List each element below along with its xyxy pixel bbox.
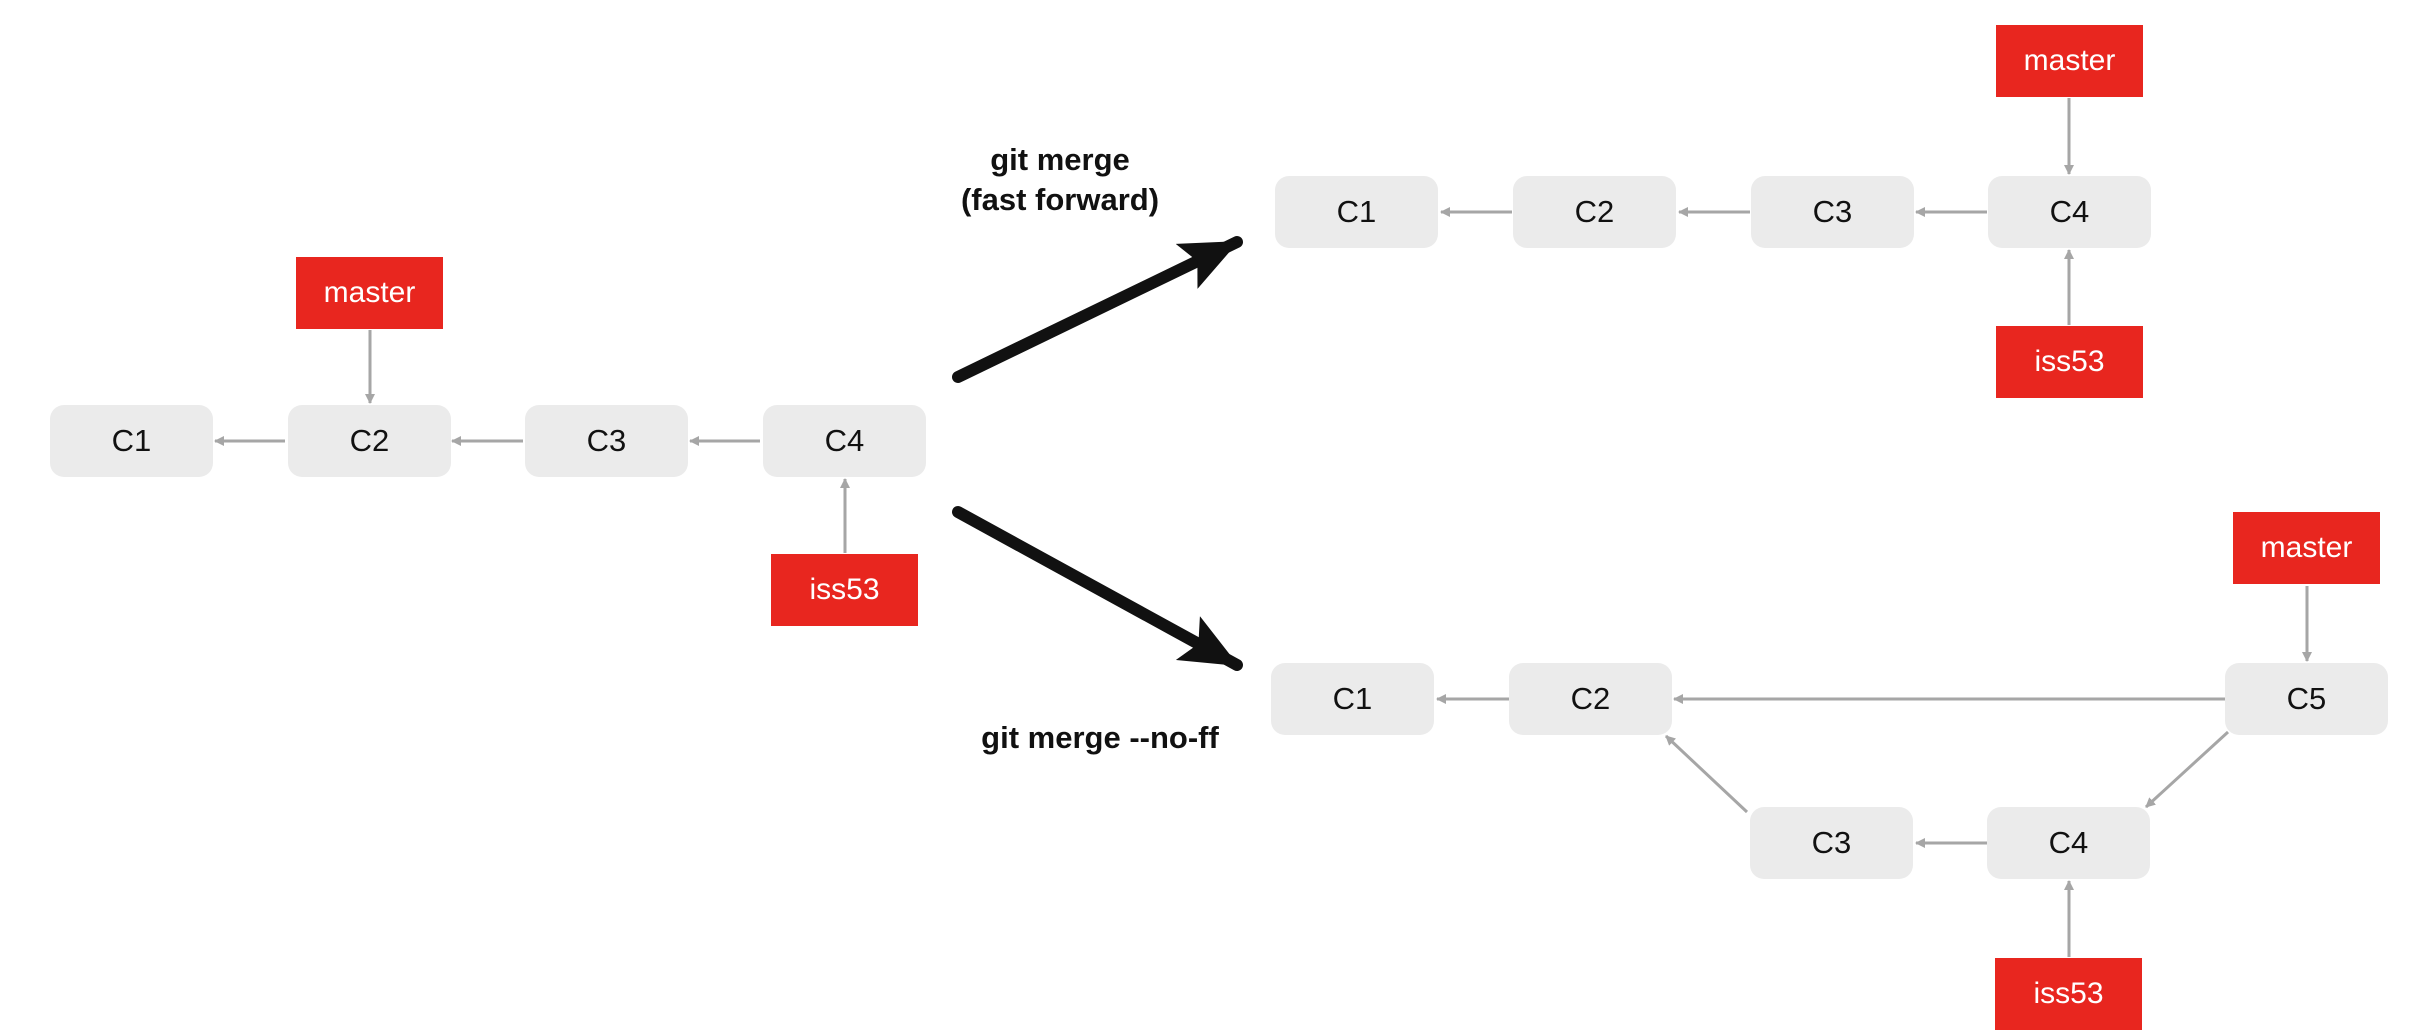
- caption-fast-forward-line1: git merge: [990, 142, 1130, 177]
- caption-fast-forward: git merge (fast forward): [940, 140, 1180, 220]
- ff-commit-c1: C1: [1275, 176, 1438, 248]
- ff-branch-iss53: iss53: [1996, 326, 2143, 398]
- before-commit-c2: C2: [288, 405, 451, 477]
- noff-commit-c3: C3: [1750, 807, 1913, 879]
- caption-fast-forward-line2: (fast forward): [960, 182, 1160, 217]
- noff-commit-c1: C1: [1271, 663, 1434, 735]
- before-commit-c4: C4: [763, 405, 926, 477]
- noff-commit-c5: C5: [2225, 663, 2388, 735]
- before-commit-c3: C3: [525, 405, 688, 477]
- ff-commit-c3: C3: [1751, 176, 1914, 248]
- transition-arrow-fast-forward: [952, 236, 1243, 383]
- ff-branch-master: master: [1996, 25, 2143, 97]
- noff-branch-master: master: [2233, 512, 2380, 584]
- before-branch-master: master: [296, 257, 443, 329]
- transition-arrow-no-ff: [952, 506, 1243, 671]
- caption-no-ff: git merge --no-ff: [981, 720, 1219, 755]
- before-branch-iss53: iss53: [771, 554, 918, 626]
- ff-commit-c2: C2: [1513, 176, 1676, 248]
- before-commit-c1: C1: [50, 405, 213, 477]
- noff-commit-c2: C2: [1509, 663, 1672, 735]
- edge-noff-c5-c4: [2144, 730, 2230, 809]
- edge-noff-c3-c2: [1664, 734, 1749, 814]
- noff-branch-iss53: iss53: [1995, 958, 2142, 1030]
- ff-commit-c4: C4: [1988, 176, 2151, 248]
- noff-commit-c4: C4: [1987, 807, 2150, 879]
